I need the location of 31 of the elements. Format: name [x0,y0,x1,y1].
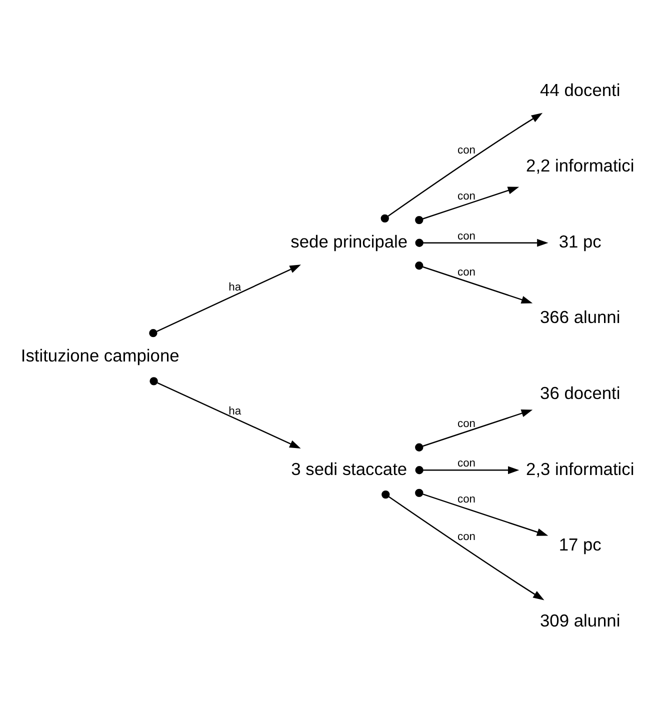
edge-label: con [457,494,476,506]
arrow [415,238,548,247]
arrow [382,490,544,600]
arrow [149,264,301,338]
edge-label: con [457,190,476,203]
edge-label: con [457,266,476,278]
arrow [415,466,520,474]
arrow [415,262,533,304]
edge-label: ha [228,281,242,294]
node-text: 17 pc [558,534,602,555]
edge-label: ha [228,406,242,418]
node-text: Istituzione campione [20,346,180,366]
node-text: 366 alunni [540,307,620,328]
node-text: sede principale [290,231,408,252]
edge-label: con [457,530,476,543]
arrow [150,377,301,449]
node-text: 44 docenti [540,80,620,100]
node-text: 31 pc [558,231,602,252]
arrow [415,186,520,224]
edge-label: con [457,458,476,470]
edge-label: con [457,418,476,430]
arrow [415,410,533,452]
arrow [415,488,548,536]
node-text: 3 sedi staccate [291,458,408,479]
node-text: 309 alunni [540,610,620,630]
node-text: 36 docenti [540,382,620,403]
edge-label: con [457,144,476,157]
node-text: 2,3 informatici [526,458,634,479]
edge-label: con [457,230,476,242]
node-text: 2,2 informatici [526,156,634,176]
arrow [380,112,543,223]
